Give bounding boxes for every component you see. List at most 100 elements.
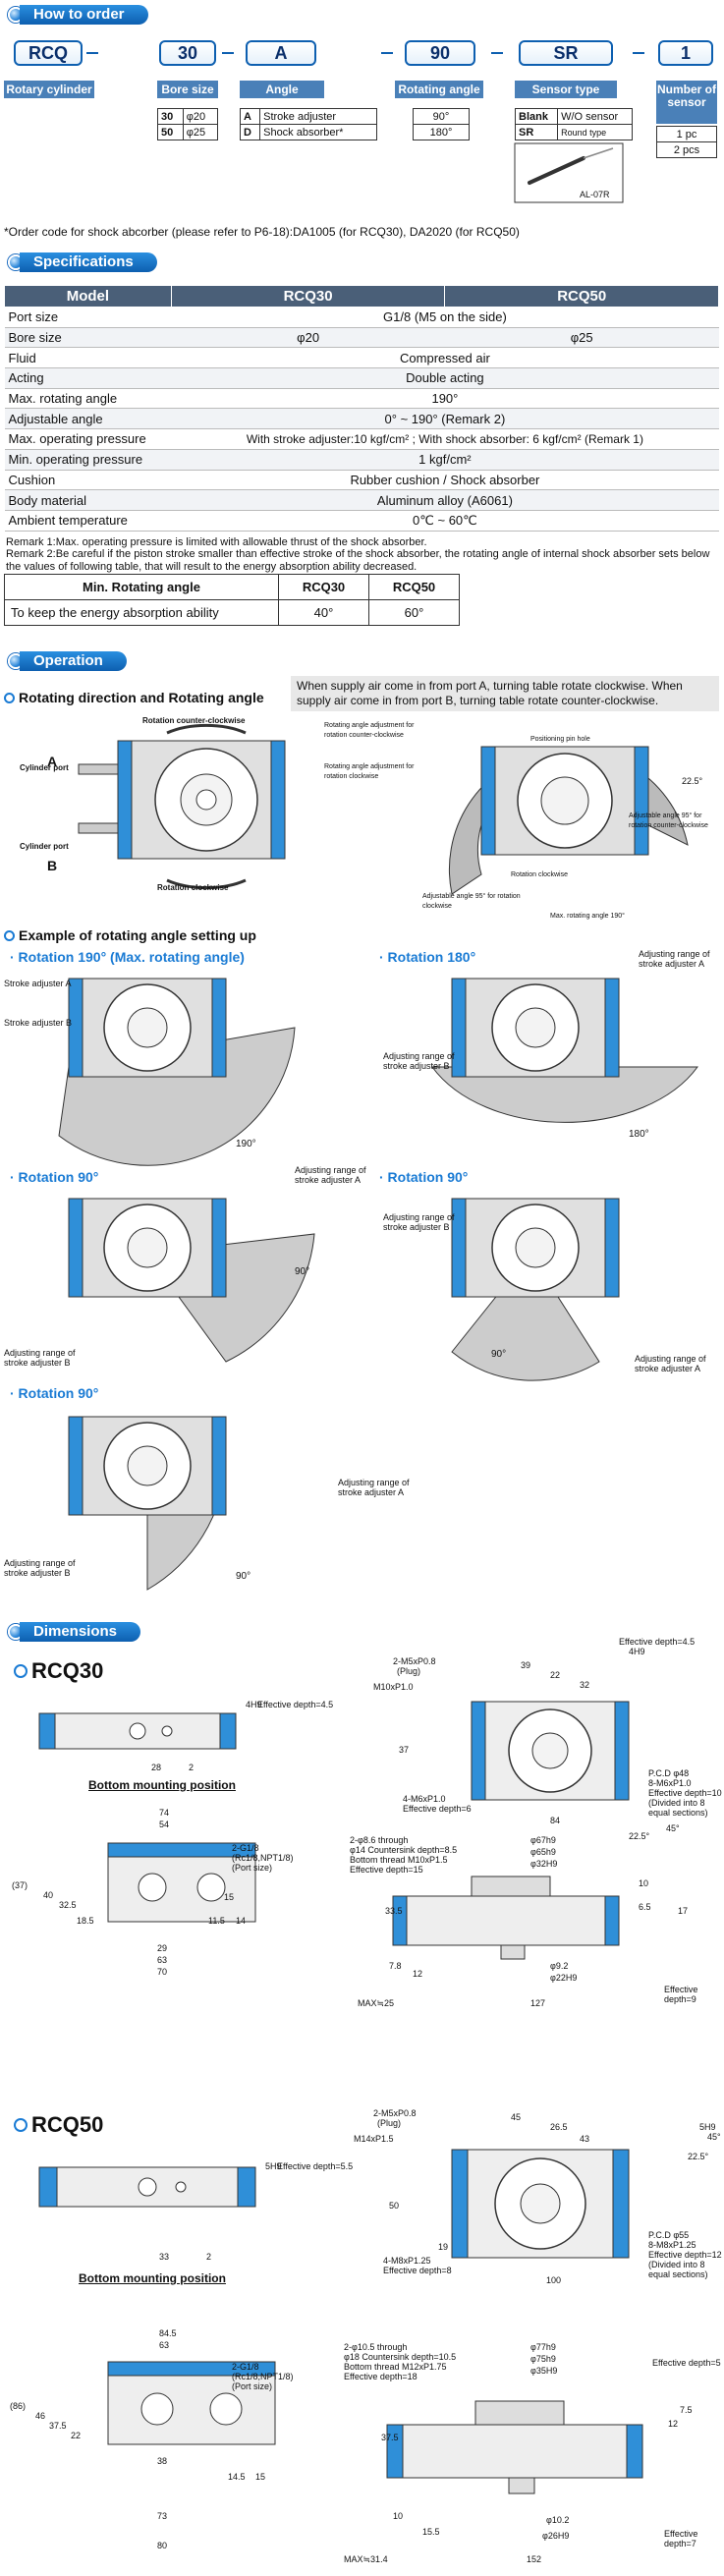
dim-label: 17	[678, 1906, 689, 1916]
dim-label: MAX≒31.4	[344, 2554, 388, 2564]
dim-label: (Plug)	[377, 2118, 402, 2128]
dim-label: φ35H9	[530, 2366, 558, 2376]
order-label-rot-angle: Rotating angle	[395, 81, 483, 98]
cw-label: Rotation clockwise	[157, 883, 229, 892]
range-a-label: Adjusting range of stroke adjuster A	[295, 1165, 366, 1185]
rcq30-top-view	[471, 1701, 630, 1801]
dim-label: 40	[43, 1890, 54, 1900]
range-b-label: Adjusting range of stroke adjuster B	[4, 1348, 76, 1368]
dim-label: 11.5	[208, 1916, 225, 1926]
dim-label: 22.5°	[688, 2152, 709, 2161]
specifications-header: Specifications	[0, 252, 157, 273]
example-title-1: · Rotation 190° (Max. rotating angle)	[10, 949, 245, 965]
dim-label: (Rc1/8,NPT1/8)	[232, 2372, 294, 2381]
dim-label: 2-G1/8	[232, 1843, 259, 1853]
dim-label: (37)	[12, 1880, 28, 1890]
dim-label: 74	[159, 1808, 170, 1818]
dim-label: 45	[511, 2112, 522, 2122]
dim-label: φ26H9	[542, 2531, 570, 2541]
dim-label: 19	[438, 2242, 449, 2252]
example-title: Example of rotating angle setting up	[4, 927, 256, 943]
dim-label: 15.5	[422, 2527, 440, 2537]
example-title-4: · Rotation 90°	[379, 1169, 469, 1185]
range-b-label: Adjusting range of stroke adjuster B	[383, 1212, 455, 1232]
dim-label: φ65h9	[530, 1847, 556, 1857]
order-label-model: Rotary cylinder	[4, 81, 94, 98]
example-drawing-5	[68, 1416, 227, 1591]
model-title-rcq30: RCQ30	[14, 1658, 103, 1684]
sensor-num-options-table: 1 pc 2 pcs	[656, 126, 717, 158]
operation-header: Operation	[0, 650, 127, 672]
remark-1: Remark 1:Max. operating pressure is limi…	[6, 536, 427, 548]
dim-label: φ10.2	[546, 2515, 570, 2525]
example-title-3: · Rotation 90°	[10, 1169, 99, 1185]
adjust-cw-label: Rotating angle adjustment for rotation c…	[324, 763, 415, 780]
angle-label: 180°	[629, 1129, 649, 1140]
dim-label: 10	[639, 1878, 649, 1888]
order-label-sensor: Sensor type	[515, 81, 617, 98]
dim-label: 2-M5xP0.8	[373, 2108, 417, 2118]
example-title-5: · Rotation 90°	[10, 1385, 99, 1401]
dim-label: φ67h9	[530, 1835, 556, 1845]
dim-label: (Rc1/8,NPT1/8)	[232, 1853, 294, 1863]
dim-label: 38	[157, 2456, 168, 2466]
dim-label: 12	[413, 1969, 423, 1979]
order-code-angle-adj: A	[246, 40, 316, 66]
dim-label: Effective depth=18	[344, 2372, 418, 2381]
dim-label: 4H9	[246, 1700, 262, 1709]
dim-label: 33.5	[385, 1906, 403, 1916]
dim-label: 2-G1/8	[232, 2362, 259, 2372]
angle-label: 90°	[236, 1571, 251, 1582]
order-label-angle-adj: Angle adjustment	[240, 81, 324, 114]
dim-label: 32	[580, 1680, 590, 1690]
dim-label: 7.5	[680, 2405, 693, 2415]
dim-label: (Plug)	[397, 1666, 421, 1676]
dim-label: Effective depth=15	[350, 1865, 423, 1875]
dim-label: Effective depth=9	[664, 1985, 698, 2004]
bottom-mounting-caption: Bottom mounting position	[88, 1778, 236, 1792]
pin-hole-label: Positioning pin hole	[530, 736, 590, 743]
dim-label: Effective depth=4.5	[257, 1700, 334, 1709]
section-title: How to order	[20, 5, 148, 25]
adjustable-angle-ccw-label: Adjustable angle 95° for rotation counte…	[629, 812, 708, 829]
dimensions-header: Dimensions	[0, 1621, 141, 1643]
bullet-icon	[4, 929, 15, 941]
dim-label: Bottom thread M10xP1.5	[350, 1855, 448, 1865]
dim-label: 63	[159, 2340, 170, 2350]
dim-label: 22	[550, 1670, 561, 1680]
dim-label: 37.5	[49, 2421, 67, 2431]
dim-label: 50	[389, 2201, 400, 2211]
example-title-2: · Rotation 180°	[379, 949, 476, 965]
dim-label: φ9.2	[550, 1961, 569, 1971]
dim-label: 127	[530, 1998, 546, 2008]
stroke-adjuster-b-label: Stroke adjuster B	[4, 1018, 73, 1028]
dim-label: 2	[189, 1763, 195, 1772]
dim-label: (Divided into 8 equal sections)	[648, 2260, 708, 2279]
angle-label: 90°	[491, 1349, 507, 1360]
dim-label: M10xP1.0	[373, 1682, 414, 1692]
dim-label: M14xP1.5	[354, 2134, 394, 2144]
rotary-unit-adjust-drawing	[448, 746, 689, 895]
dim-label: φ22H9	[550, 1973, 578, 1983]
dim-label: 54	[159, 1820, 170, 1829]
dim-label: 63	[157, 1955, 168, 1965]
example-drawing-3	[68, 1198, 315, 1363]
dim-label: 80	[157, 2541, 168, 2550]
dim-label: 4-M6xP1.0	[403, 1794, 446, 1804]
rotation-cw-label: Rotation clockwise	[511, 871, 568, 878]
min-rotating-angle-table: Min. Rotating angle RCQ30 RCQ50 To keep …	[4, 574, 460, 626]
range-a-label: Adjusting range of stroke adjuster A	[338, 1478, 410, 1497]
rcq50-top-view	[451, 2149, 630, 2259]
spec-header-rcq50: RCQ50	[444, 285, 719, 308]
dim-label: φ77h9	[530, 2342, 556, 2352]
dim-label: 32.5	[59, 1900, 77, 1910]
port-a-label: A	[47, 754, 58, 769]
